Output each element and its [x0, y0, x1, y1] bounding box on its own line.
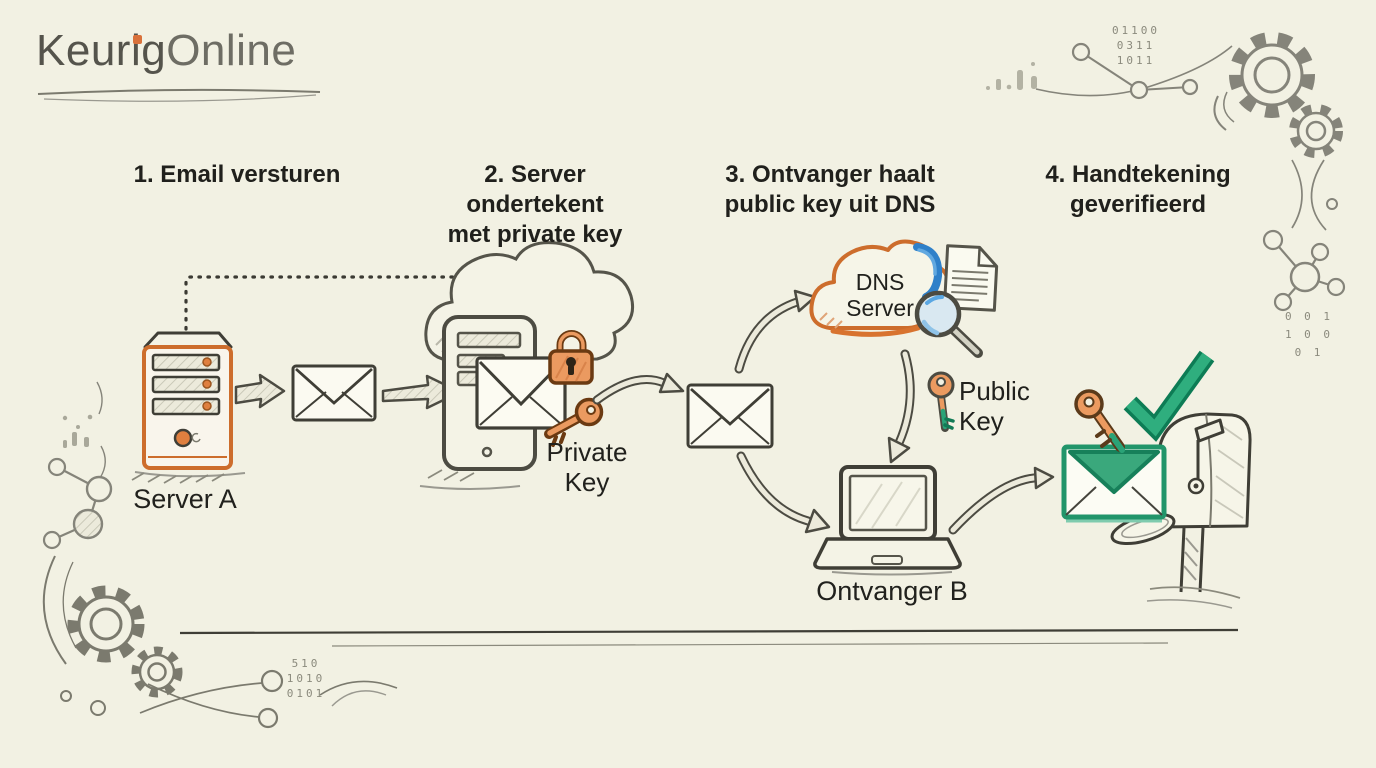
public-key-label: Public Key: [959, 376, 1030, 436]
arrow-curved-up: [734, 289, 817, 374]
envelope-icon: [291, 364, 377, 422]
checkmark-icon: [1123, 350, 1215, 442]
server-a-icon: [131, 331, 246, 484]
private-key-label: Private Key: [546, 437, 628, 497]
step-4-heading: 4. Handtekening geverifieerd: [1045, 161, 1231, 218]
brand-logo-part2: Online: [166, 26, 297, 75]
laptop-icon: [813, 465, 962, 576]
equalizer-marks-top: [986, 62, 1037, 90]
receiver-b-label: Ontvanger B: [816, 576, 968, 606]
equalizer-marks-left: [62, 414, 93, 448]
arrow-curved-down-dns: [887, 349, 915, 464]
binary-decoration-right: 0 0 1 1 0 0 0 1: [1284, 310, 1334, 359]
padlock-icon: [548, 330, 594, 385]
verified-envelope-icon: [1061, 444, 1167, 523]
server-a-label: Server A: [133, 484, 237, 514]
envelope-icon: [686, 383, 774, 449]
binary-decoration-top-right: 01100 0311 1011: [1111, 24, 1161, 67]
brand-logo: KeurigOnline: [36, 26, 296, 76]
step-1-heading: 1. Email versturen: [133, 161, 341, 188]
dns-server-label: DNS Server: [846, 269, 914, 321]
arrow-curved-right: [592, 372, 685, 405]
gear-icon: [1213, 32, 1343, 158]
network-nodes-right: [1262, 159, 1346, 312]
verified-key-icon: [1074, 389, 1125, 453]
public-key-icon: [927, 371, 955, 432]
step-2-heading: 2. Server ondertekent met private key: [447, 161, 623, 248]
step-3-heading: 3. Ontvanger haalt public key uit DNS: [724, 161, 936, 218]
magnifier-icon: [914, 290, 983, 358]
arrow-right-icon: [234, 373, 286, 409]
dns-cloud-icon: [809, 239, 951, 337]
network-nodes-top: [1035, 42, 1233, 100]
logo-underline: [37, 88, 321, 102]
signed-envelope-icon: [475, 356, 567, 430]
binary-decoration-bottom-left: 510 1010 0101: [286, 657, 326, 700]
arrow-curved-to-mailbox: [948, 466, 1055, 535]
private-key-icon: [544, 397, 604, 447]
network-nodes-left: [42, 381, 113, 550]
network-nodes-bottom: [139, 669, 398, 729]
arrow-curved-down: [736, 451, 831, 534]
logo-i-dot: [133, 35, 142, 44]
brand-logo-part1: Keurig: [36, 26, 167, 75]
divider-line: [179, 628, 1239, 707]
gear-icon-bottom-left: [42, 555, 183, 716]
